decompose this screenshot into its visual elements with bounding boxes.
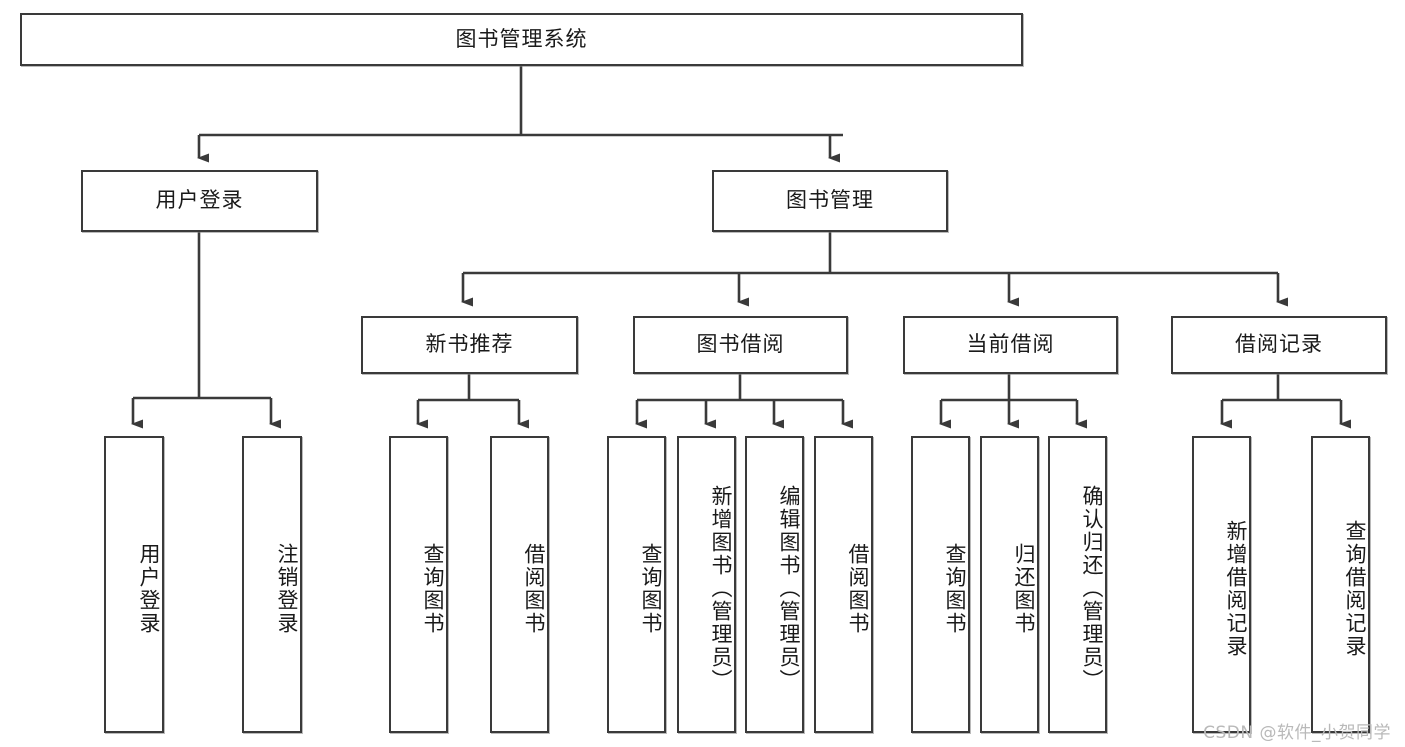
leaf-label: 注销登录 xyxy=(275,542,299,635)
node-user-login-label: 用户登录 xyxy=(155,188,244,213)
leaf-label: 确认归还（管理员） xyxy=(1080,485,1104,692)
leaf-book-borrow-borrow-book[interactable]: 借阅图书 xyxy=(814,436,873,733)
leaf-borrow-records-add-record[interactable]: 新增借阅记录 xyxy=(1192,436,1251,733)
leaf-borrow-records-query-record[interactable]: 查询借阅记录 xyxy=(1311,436,1370,733)
leaf-book-borrow-add-book[interactable]: 新增图书（管理员） xyxy=(677,436,736,733)
leaf-label: 查询借阅记录 xyxy=(1343,519,1367,658)
node-user-login[interactable]: 用户登录 xyxy=(81,170,318,232)
node-book-management-label: 图书管理 xyxy=(786,188,874,213)
node-book-borrow[interactable]: 图书借阅 xyxy=(633,316,848,374)
node-book-borrow-label: 图书借阅 xyxy=(696,332,785,357)
node-root-label: 图书管理系统 xyxy=(455,26,588,51)
leaf-label: 新增借阅记录 xyxy=(1224,519,1248,658)
leaf-label: 借阅图书 xyxy=(846,542,870,635)
node-root[interactable]: 图书管理系统 xyxy=(20,13,1023,66)
leaf-label: 用户登录 xyxy=(137,542,161,635)
leaf-new-book-borrow-book[interactable]: 借阅图书 xyxy=(490,436,549,733)
leaf-current-borrow-confirm-return[interactable]: 确认归还（管理员） xyxy=(1048,436,1107,733)
leaf-book-borrow-query-book[interactable]: 查询图书 xyxy=(607,436,666,733)
node-current-borrow-label: 当前借阅 xyxy=(966,332,1055,357)
leaf-new-book-query-book[interactable]: 查询图书 xyxy=(389,436,448,733)
leaf-user-login-logout[interactable]: 注销登录 xyxy=(242,436,302,733)
leaf-current-borrow-return-book[interactable]: 归还图书 xyxy=(980,436,1039,733)
leaf-label: 借阅图书 xyxy=(522,542,546,635)
leaf-label: 新增图书（管理员） xyxy=(709,485,733,692)
leaf-current-borrow-query-book[interactable]: 查询图书 xyxy=(911,436,970,733)
node-borrow-records-label: 借阅记录 xyxy=(1235,332,1323,357)
node-borrow-records[interactable]: 借阅记录 xyxy=(1171,316,1387,374)
node-book-management[interactable]: 图书管理 xyxy=(712,170,948,232)
leaf-label: 归还图书 xyxy=(1012,542,1036,635)
leaf-user-login-login[interactable]: 用户登录 xyxy=(104,436,164,733)
node-current-borrow[interactable]: 当前借阅 xyxy=(903,316,1118,374)
leaf-book-borrow-edit-book[interactable]: 编辑图书（管理员） xyxy=(745,436,804,733)
leaf-label: 查询图书 xyxy=(421,542,445,635)
leaf-label: 查询图书 xyxy=(639,542,663,635)
node-new-book-recommend[interactable]: 新书推荐 xyxy=(361,316,578,374)
leaf-label: 查询图书 xyxy=(943,542,967,635)
leaf-label: 编辑图书（管理员） xyxy=(777,485,801,692)
node-new-book-recommend-label: 新书推荐 xyxy=(425,332,514,357)
